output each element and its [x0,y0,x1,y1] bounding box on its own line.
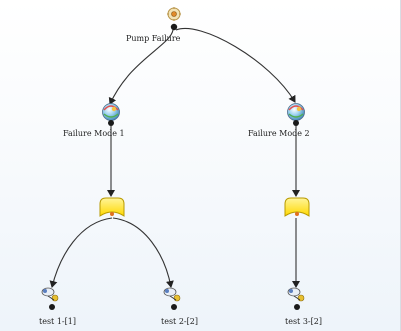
edge-root-to-fm2[interactable] [175,28,296,103]
test-2-label: test 2-[2] [161,317,198,326]
failure-mode-2-label: Failure Mode 2 [248,129,310,138]
or-gate-1[interactable] [99,197,125,217]
test-2-anchor-dot [171,304,177,310]
failure-mode-1-label: Failure Mode 1 [63,129,125,138]
root-anchor-dot [170,23,178,31]
test-3-anchor-dot [294,304,300,310]
test-probe-icon [41,287,59,302]
edge-gate1-to-test1[interactable] [49,217,113,288]
gear-icon [167,7,181,21]
test-probe-icon [163,287,181,302]
or-gate-2[interactable] [284,197,310,217]
test-1-node[interactable] [41,287,59,310]
failure-mode-2-node[interactable] [287,103,305,127]
test-3-node[interactable] [287,287,305,310]
failure-mode-sphere-icon [287,103,305,121]
root-node-label: Pump Failure [126,34,181,43]
root-node-pump-failure[interactable] [167,7,181,31]
failure-mode-sphere-icon [102,103,120,121]
failure-mode-1-anchor-dot [108,120,114,126]
or-gate-2-output-dot [295,212,299,216]
edges [49,28,300,288]
edge-gate1-to-test2[interactable] [112,217,174,288]
test-probe-icon [287,287,305,302]
test-1-anchor-dot [49,304,55,310]
failure-mode-1-node[interactable] [102,103,120,127]
test-2-node[interactable] [163,287,181,310]
or-gate-icon [284,197,310,217]
edge-root-to-fm1[interactable] [108,29,174,105]
test-3-label: test 3-[2] [285,317,322,326]
or-gate-icon [99,197,125,217]
failure-mode-2-anchor-dot [293,120,299,126]
test-1-label: test 1-[1] [39,317,76,326]
or-gate-1-output-dot [110,212,114,216]
